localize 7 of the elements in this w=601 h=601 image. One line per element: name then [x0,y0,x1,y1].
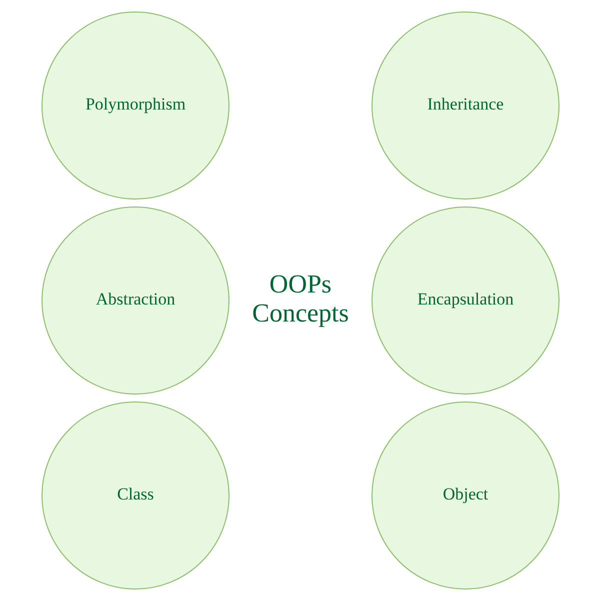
node-circle: Object [372,402,560,590]
label: OOPs Concepts [252,269,349,328]
node-circle: Inheritance [372,12,560,200]
node-circle: Encapsulation [372,206,560,394]
node-circle: Abstraction [42,206,230,394]
node-circle: Polymorphism [42,12,230,200]
node-circle: Class [42,402,230,590]
